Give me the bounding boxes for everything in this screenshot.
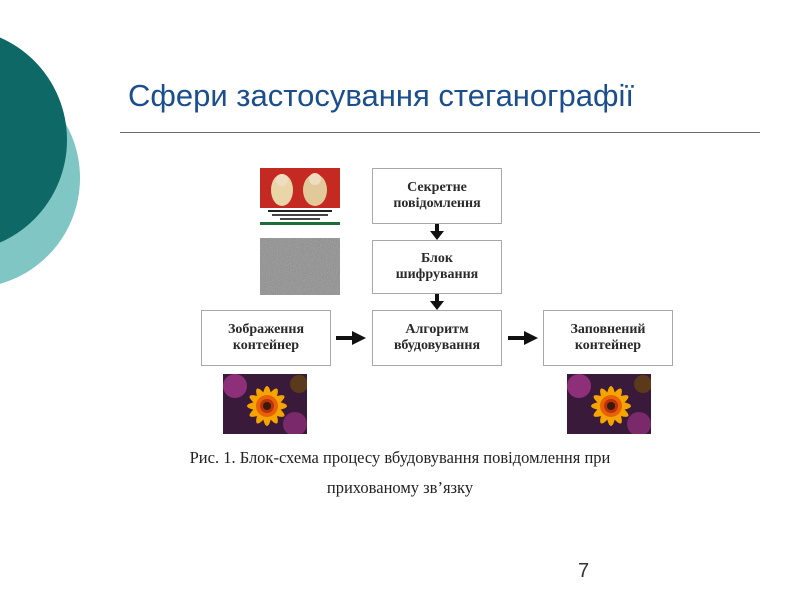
arrow-container-to-algorithm xyxy=(336,331,366,345)
secret-message-image xyxy=(260,168,340,225)
encrypted-noise-image xyxy=(260,238,340,295)
filled-container-flower-image xyxy=(567,374,651,434)
slide-title: Сфери застосування стеганографії xyxy=(128,78,634,114)
block-container-image: Зображення контейнер xyxy=(201,310,331,366)
title-divider xyxy=(120,132,760,133)
figure-caption-line-1: Рис. 1. Блок-схема процесу вбудовування … xyxy=(0,448,800,468)
slide-number: 7 xyxy=(578,560,589,583)
arrow-encryption-to-algorithm xyxy=(428,294,446,310)
figure-caption-line-2: прихованому зв’язку xyxy=(0,478,800,498)
block-filled-container: Заповнений контейнер xyxy=(543,310,673,366)
block-embedding-algorithm: Алгоритм вбудовування xyxy=(372,310,502,366)
arrow-secret-to-encryption xyxy=(428,224,446,240)
block-secret-message: Секретне повідомлення xyxy=(372,168,502,224)
decorative-circles xyxy=(0,0,130,600)
arrow-algorithm-to-filled xyxy=(508,331,538,345)
block-encryption: Блок шифрування xyxy=(372,240,502,294)
container-flower-image xyxy=(223,374,307,434)
